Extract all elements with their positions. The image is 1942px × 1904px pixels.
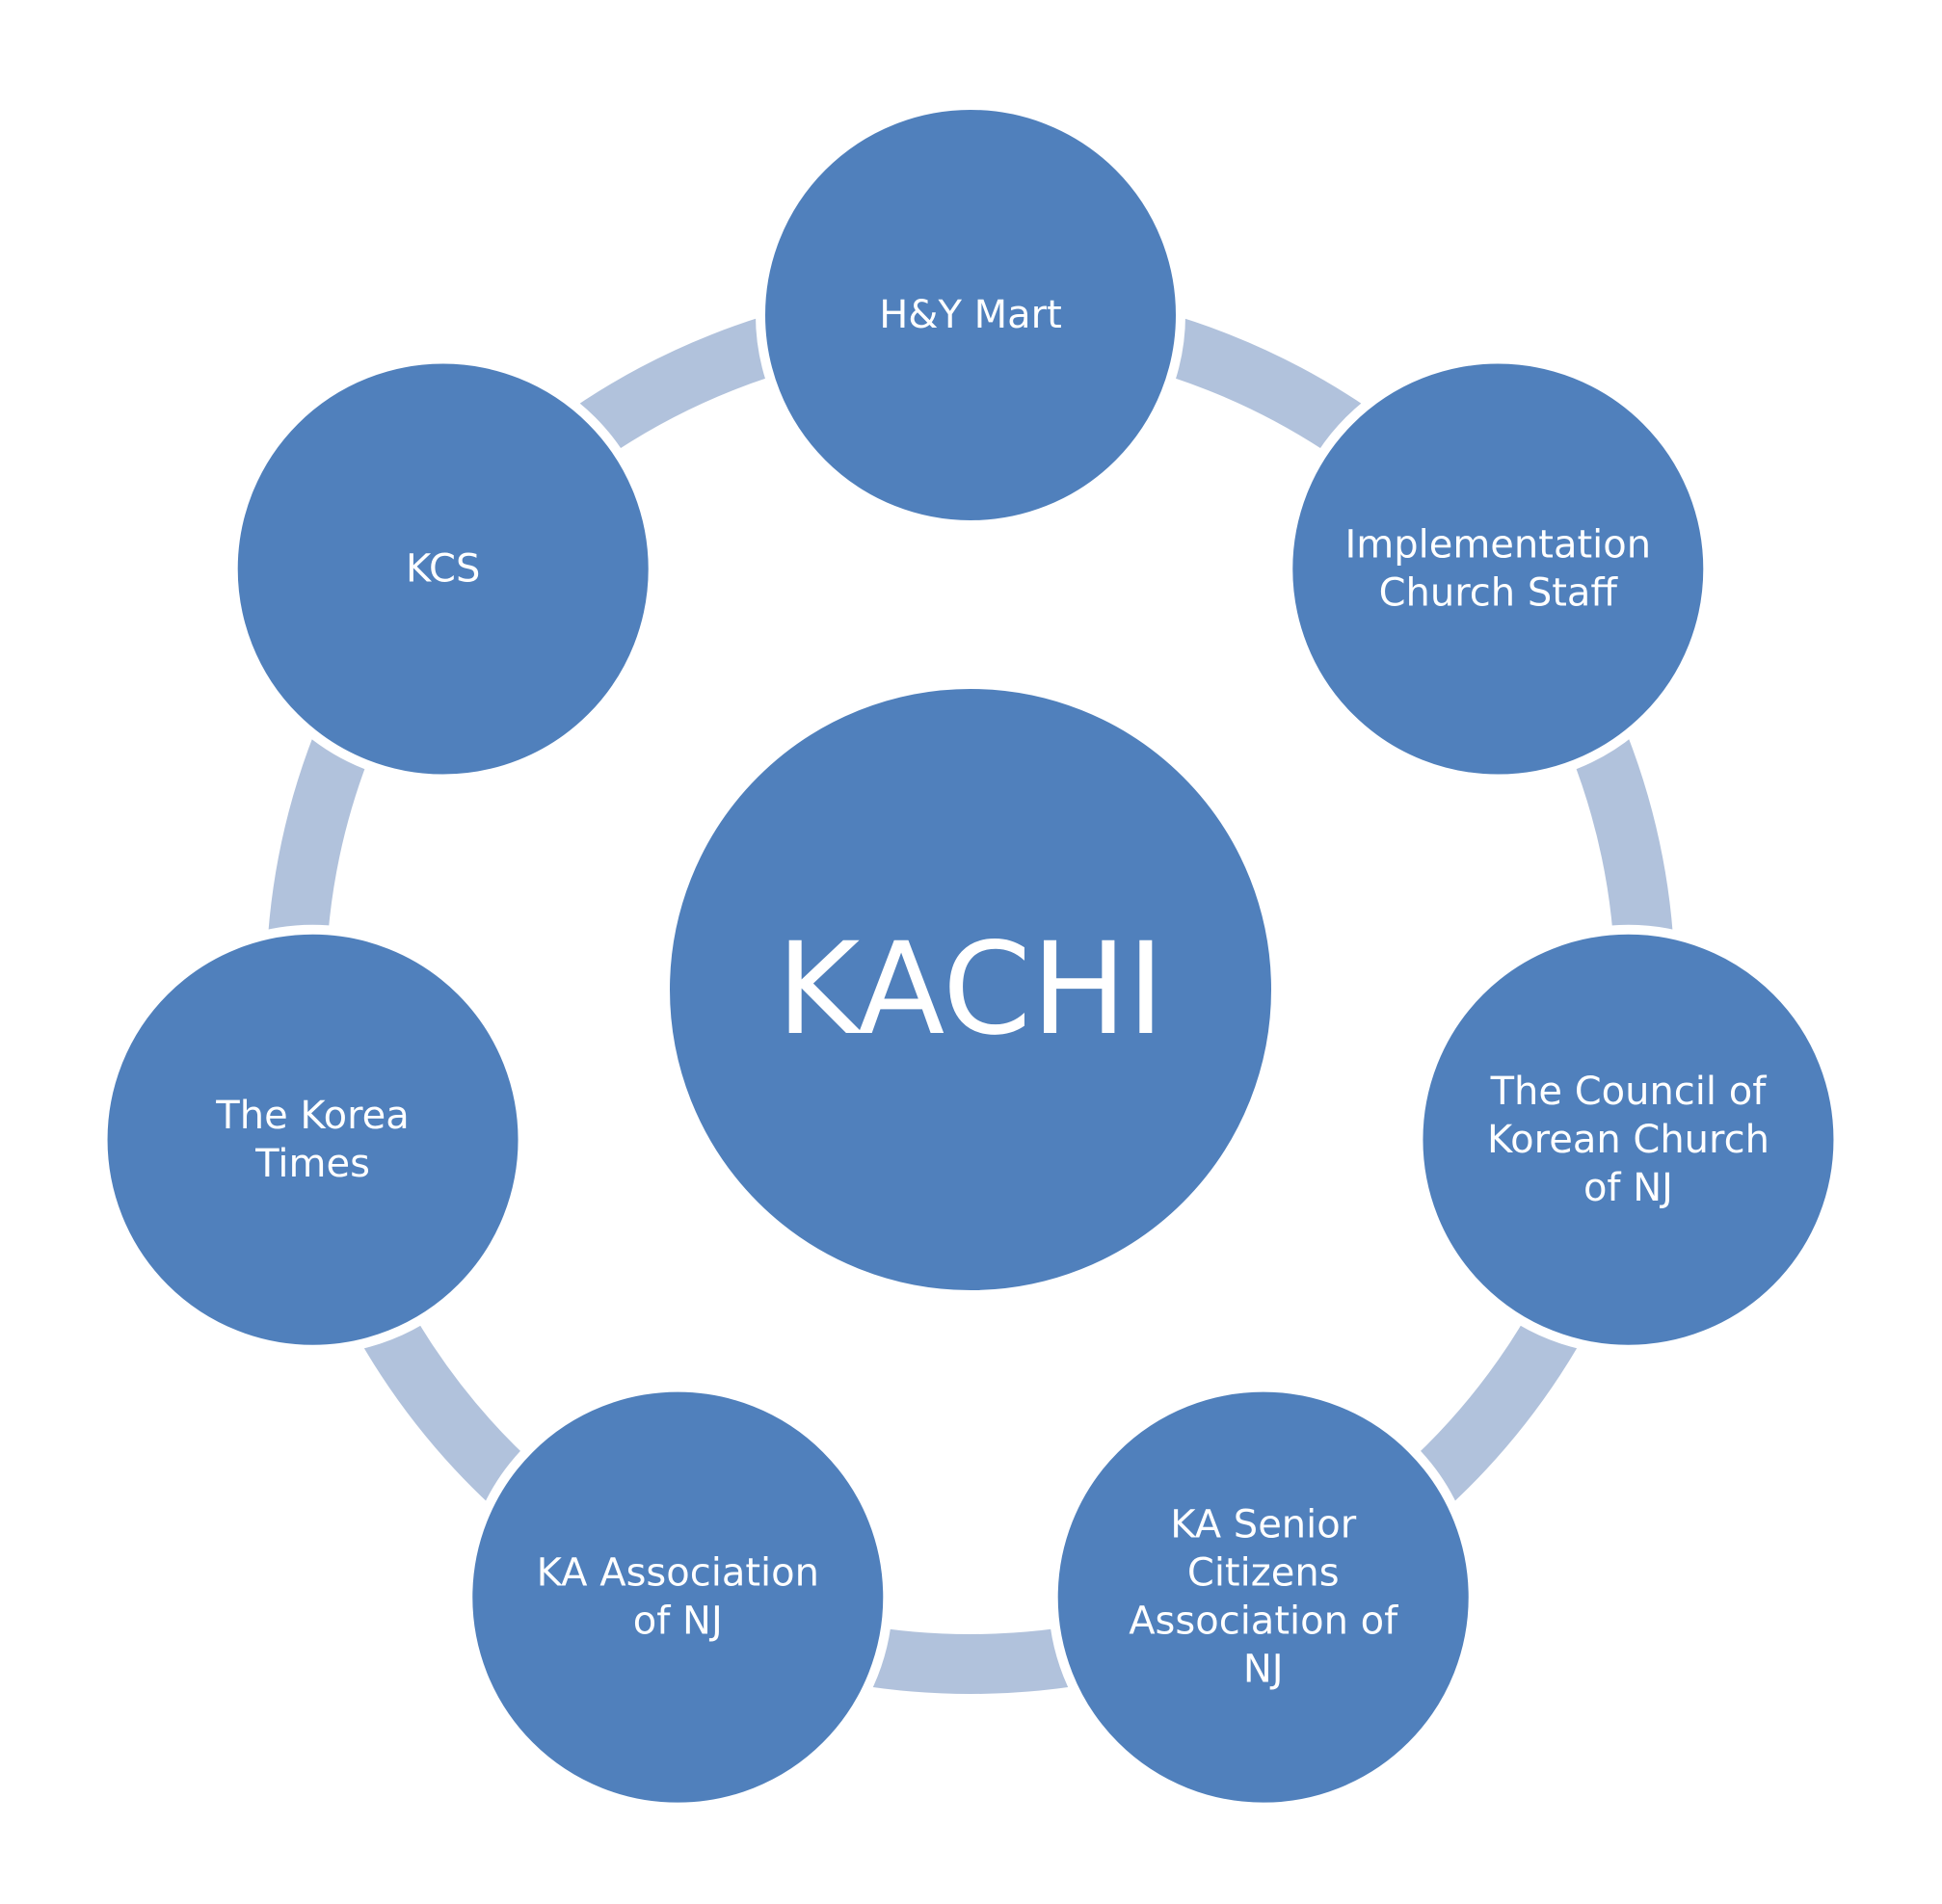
center-label: KACHI [777,915,1165,1064]
node-label: H&Y Mart [879,293,1062,337]
node-label-line: of NJ [633,1600,723,1644]
node-kcs: KCS [227,354,658,784]
node-hy-mart: H&Y Mart [756,100,1185,530]
node-circle [97,924,528,1355]
node-label-line: Korean Church [1487,1118,1769,1162]
center-circle [666,685,1275,1294]
node-label: KCS [406,547,480,592]
node-circle [1283,354,1714,784]
node-label-line: The Council of [1490,1070,1768,1114]
node-label-line: H&Y Mart [879,293,1062,337]
node-label-line: Association of [1129,1600,1398,1644]
node-label-line: NJ [1243,1648,1284,1692]
node-label-line: Church Staff [1379,571,1619,616]
node-label-line: The Korea [215,1094,410,1138]
node-circle [227,354,658,784]
node-circle [463,1382,893,1812]
node-label-line: Implementation [1344,523,1651,568]
node-label-line: Citizens [1187,1551,1340,1596]
node-circle [1413,924,1844,1355]
center-node: KACHI [666,685,1275,1294]
node-label-line: KA Association [537,1551,819,1596]
node-circle [756,100,1185,530]
node-label-line: KA Senior [1170,1503,1357,1547]
node-label-line: Times [254,1142,370,1186]
node-label-line: of NJ [1583,1166,1673,1210]
node-label-line: KCS [406,547,480,592]
node-circle [1048,1382,1478,1812]
